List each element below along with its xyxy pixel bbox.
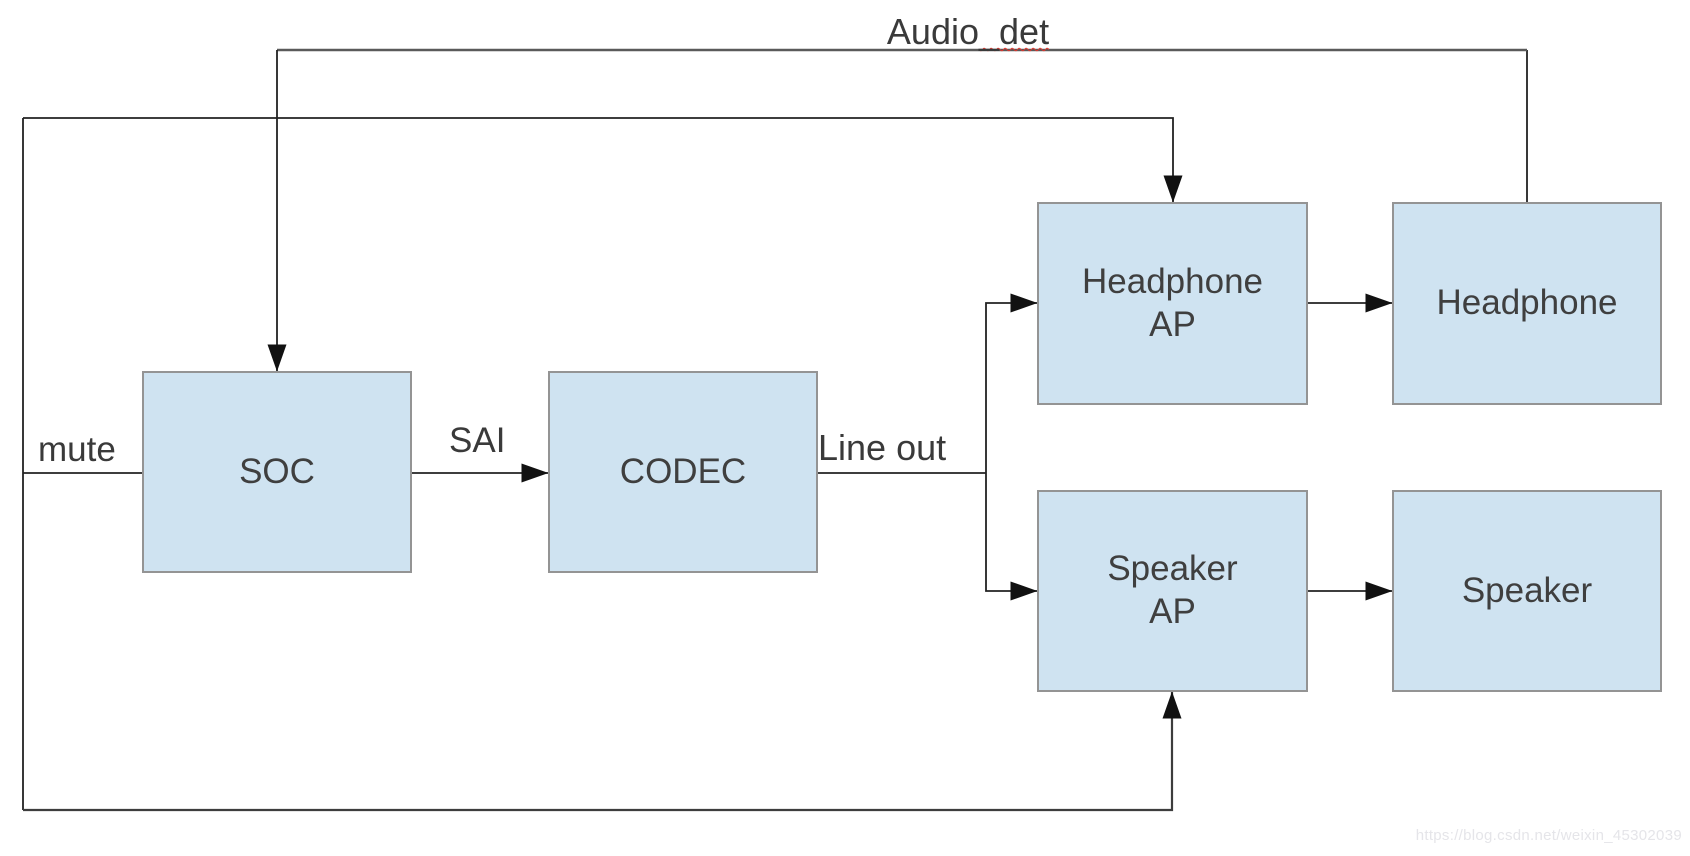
node-codec: CODEC — [548, 371, 818, 573]
node-speaker-ap: Speaker AP — [1037, 490, 1308, 692]
edge-label-audio-det-prefix: Audio — [886, 11, 979, 52]
edge-label-sai: SAI — [449, 421, 506, 460]
node-headphone-ap-label: Headphone AP — [1082, 261, 1263, 344]
node-soc-label: SOC — [239, 451, 315, 491]
edge-label-mute: mute — [38, 430, 116, 469]
edge-label-audio-det-suffix: _det — [979, 11, 1050, 52]
node-headphone-ap: Headphone AP — [1037, 202, 1308, 405]
csdn-watermark: https://blog.csdn.net/weixin_45302039 — [1415, 827, 1682, 844]
node-headphone: Headphone — [1392, 202, 1662, 405]
connector-mute-rail-top-to-headphone-ap — [23, 117, 1183, 203]
edge-label-audio-det: Audio_det — [828, 14, 1108, 50]
node-codec-label: CODEC — [619, 451, 747, 491]
node-speaker: Speaker — [1392, 490, 1662, 692]
node-speaker-label: Speaker — [1461, 570, 1593, 610]
node-headphone-label: Headphone — [1436, 283, 1618, 323]
node-soc: SOC — [142, 371, 412, 573]
edge-label-line-out: Line out — [818, 427, 947, 468]
connector-mute-rail-bottom-to-speaker-ap — [23, 691, 1182, 812]
node-speaker-ap-label: Speaker AP — [1107, 549, 1238, 631]
connector-junction-to-speaker-ap — [985, 473, 1038, 601]
connector-junction-to-headphone-ap — [985, 293, 1038, 473]
